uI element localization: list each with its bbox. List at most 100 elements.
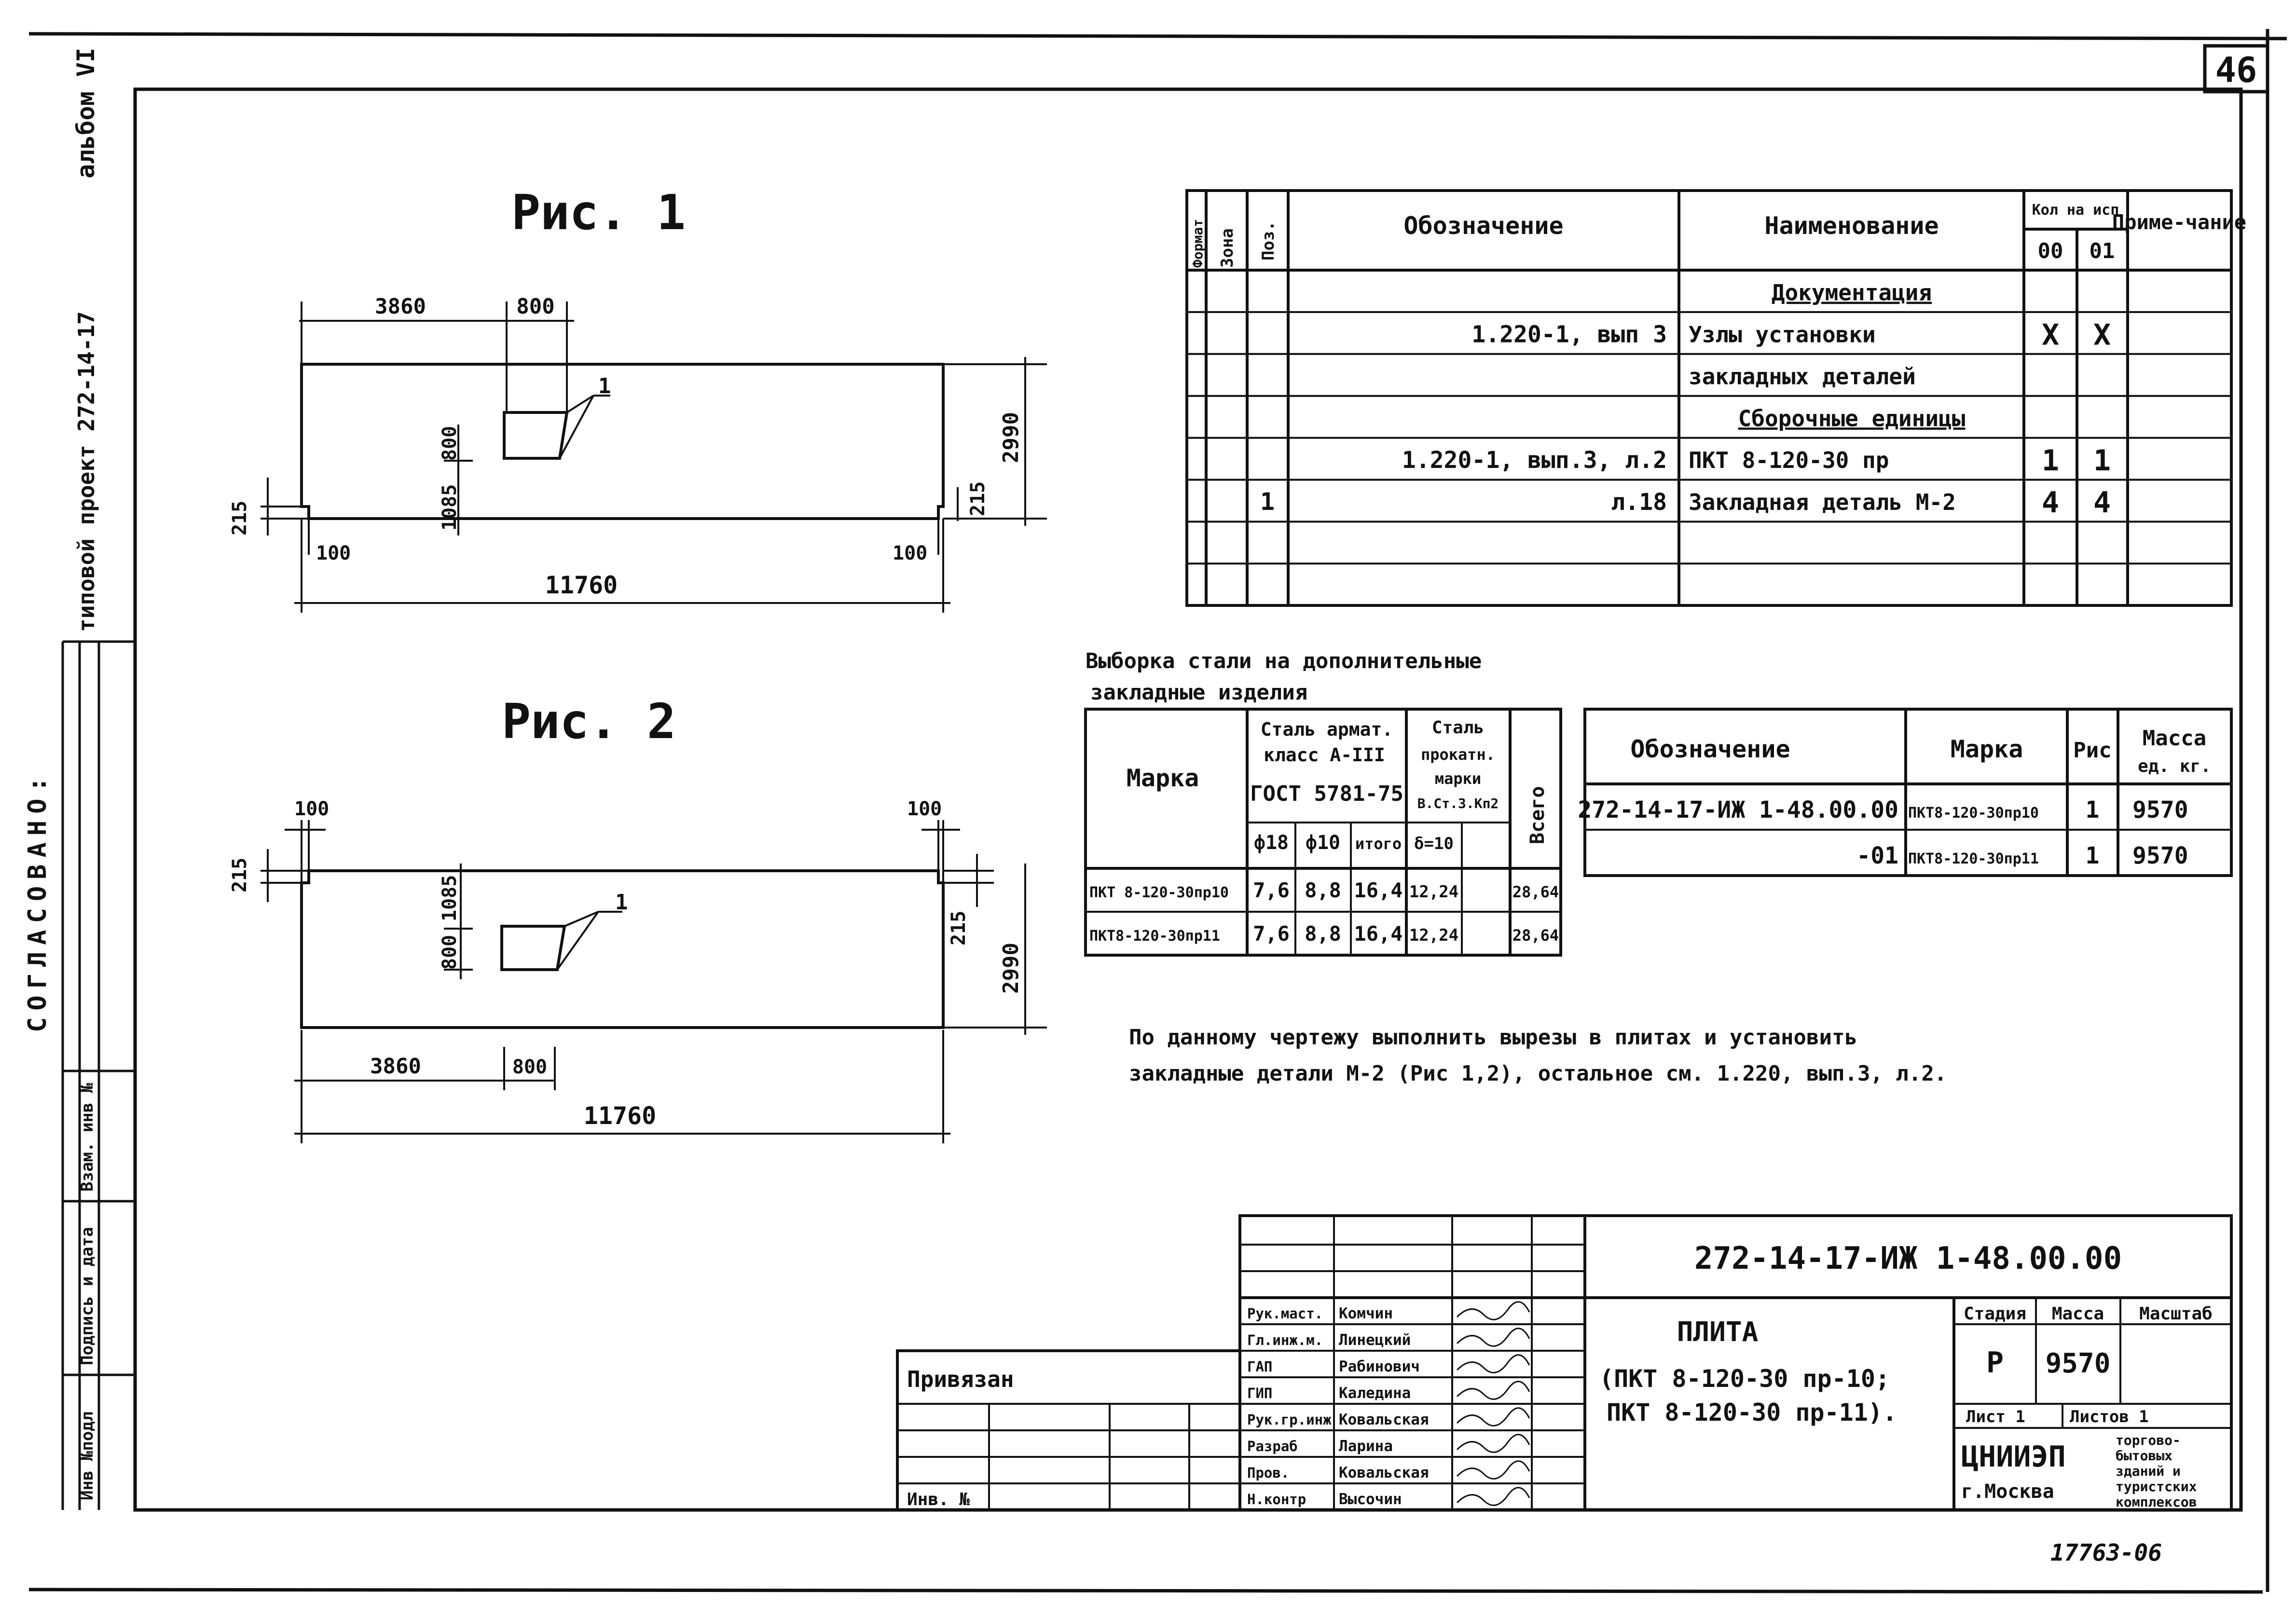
spec-row-q00: 1: [2042, 444, 2059, 478]
note-line-2: закладные детали М-2 (Рис 1,2), остально…: [1129, 1061, 1947, 1086]
signature: [1456, 1487, 1530, 1506]
fig2-dim-height: 2990: [999, 943, 1023, 994]
stamp-sheet: Лист 1: [1966, 1407, 2025, 1426]
signature: [1456, 1354, 1530, 1373]
stamp-person-name: Комчин: [1339, 1305, 1393, 1322]
spec-row-q00: 4: [2042, 486, 2059, 520]
steel-title-2: закладные изделия: [1090, 680, 1307, 705]
figure-1: Рис. 1: [229, 184, 1047, 613]
stamp-stage: Р: [1986, 1346, 2004, 1380]
steel-row-d18: 7,6: [1253, 878, 1290, 902]
signature: [1456, 1328, 1530, 1347]
field-signature: Подпись и дата: [78, 1227, 97, 1365]
mass-h-mark: Марка: [1951, 735, 2023, 763]
spec-row-name: Сборочные единицы: [1738, 405, 1966, 431]
mass-table: Обозначение Марка Рис Масса ед. кг. 272-…: [1578, 708, 2233, 877]
stamp-person-role: Н.контр: [1247, 1491, 1306, 1508]
fig2-dim-notch-right: 215: [948, 911, 970, 946]
fig1-dim-off-left: 100: [316, 542, 351, 564]
spec-h-qty00: 00: [2038, 239, 2063, 263]
stamp-person-name: Линецкий: [1339, 1331, 1411, 1349]
steel-row-mark: ПКТ8-120-30пр11: [1089, 928, 1220, 945]
fig1-dim-off-right: 100: [893, 542, 927, 564]
steel-h-mark: Марка: [1127, 764, 1199, 792]
signature: [1456, 1460, 1530, 1480]
stamp-person-name: Рабинович: [1339, 1358, 1420, 1375]
steel-row-itogo: 16,4: [1354, 878, 1402, 902]
spec-row-name: Узлы установки: [1689, 321, 1876, 347]
stamp-org2-line: зданий и: [2116, 1463, 2181, 1479]
fig2-dim-vert1: 800: [439, 935, 461, 970]
steel-h-d10: ф10: [1306, 832, 1340, 854]
mass-row-fig: 1: [2086, 796, 2100, 823]
spec-row-designation: л.18: [1611, 489, 1667, 516]
stamp-person-name: Ларина: [1339, 1438, 1393, 1455]
stamp-org2-line: торгово-: [2116, 1432, 2181, 1448]
stamp-person-name: Каледина: [1339, 1385, 1411, 1402]
project-label: типовой проект 272-14-17: [73, 311, 99, 632]
steel-h-itogo: итого: [1355, 835, 1402, 853]
steel-h-total: Всего: [1526, 786, 1549, 844]
spec-row-name: Закладная деталь М-2: [1689, 489, 1956, 515]
steel-title-1: Выборка стали на дополнительные: [1086, 649, 1482, 673]
steel-h-prokat1: Сталь: [1432, 718, 1484, 738]
spec-row-q00: X: [2042, 318, 2059, 352]
stamp-h-scale: Масштаб: [2139, 1304, 2213, 1324]
steel-table: Выборка стали на дополнительные закладны…: [1084, 649, 1562, 957]
signature: [1456, 1434, 1530, 1453]
steel-h-prokat4: В.Ст.3.Кп2: [1417, 795, 1499, 811]
spec-row-name: закладных деталей: [1689, 363, 1916, 389]
fig1-dim-vert1: 1085: [439, 484, 461, 531]
spec-table: Формат Зона Поз. Обозначение Наименовани…: [1185, 189, 2246, 607]
spec-row-q01: 4: [2093, 486, 2111, 520]
fig2-dim-off-right: 100: [907, 798, 942, 820]
note-line-1: По данному чертежу выполнить вырезы в пл…: [1129, 1025, 1857, 1050]
steel-row-d10: 8,8: [1305, 878, 1341, 902]
signature: [1456, 1381, 1530, 1400]
fig2-dim-vert2: 1085: [439, 875, 461, 921]
stamp-person-name: Ковальская: [1339, 1464, 1429, 1481]
fig1-dim-b: 800: [516, 294, 554, 319]
spec-h-name: Наименование: [1764, 212, 1939, 240]
signature: [1456, 1301, 1530, 1320]
stamp-person-role: Пров.: [1247, 1465, 1289, 1481]
stamp-person-role: Гл.инж.м.: [1247, 1332, 1323, 1348]
spec-h-designation: Обозначение: [1403, 212, 1563, 240]
steel-row-mark: ПКТ 8-120-30пр10: [1089, 884, 1229, 901]
mass-h-mass2: ед. кг.: [2138, 756, 2211, 776]
spec-row-designation: 1.220-1, вып 3: [1471, 321, 1667, 348]
agreed-label: СОГЛАСОВАНО:: [23, 770, 52, 1032]
stamp-person-name: Высочин: [1339, 1491, 1402, 1508]
stamp-sub-1: (ПКТ 8-120-30 пр-10;: [1599, 1365, 1890, 1393]
fig1-title: Рис. 1: [511, 184, 686, 241]
steel-h-prokat3: марки: [1435, 769, 1481, 788]
spec-row-designation: 1.220-1, вып.3, л.2: [1402, 447, 1667, 474]
mass-row-mass: 9570: [2132, 796, 2188, 823]
stamp-person-role: ГИП: [1247, 1385, 1272, 1401]
spec-h-note: Приме-чание: [2112, 210, 2246, 234]
steel-row-delta: 12,24: [1409, 882, 1458, 902]
steel-h-armat1: Сталь армат.: [1261, 719, 1393, 740]
spec-h-qty01: 01: [2090, 239, 2115, 263]
spec-h-format: Формат: [1190, 219, 1206, 268]
stamp-org2-line: комплексов: [2116, 1494, 2197, 1510]
album-label: альбом VI: [72, 48, 100, 178]
stamp-org2-line: бытовых: [2116, 1448, 2172, 1464]
left-margin: альбом VI типовой проект 272-14-17 СОГЛА…: [23, 48, 135, 1510]
fig2-dim-a: 3860: [370, 1054, 421, 1079]
steel-h-armat2: класс А-III: [1264, 744, 1385, 766]
mass-row-designation: -01: [1856, 842, 1898, 869]
mass-h-fig: Рис: [2073, 738, 2111, 763]
mass-h-designation: Обозначение: [1630, 735, 1790, 763]
stamp-org2-line: туристских: [2116, 1479, 2197, 1495]
general-note: По данному чертежу выполнить вырезы в пл…: [1129, 1025, 1947, 1086]
fig1-dim-height: 2990: [999, 412, 1023, 463]
fig2-dim-b: 800: [512, 1056, 547, 1078]
fig1-dim-vert2: 800: [439, 426, 461, 461]
privyazan-label: Привязан: [907, 1366, 1014, 1392]
spec-row-name: Документация: [1772, 280, 1932, 306]
sheet-number: 46: [2215, 50, 2257, 90]
